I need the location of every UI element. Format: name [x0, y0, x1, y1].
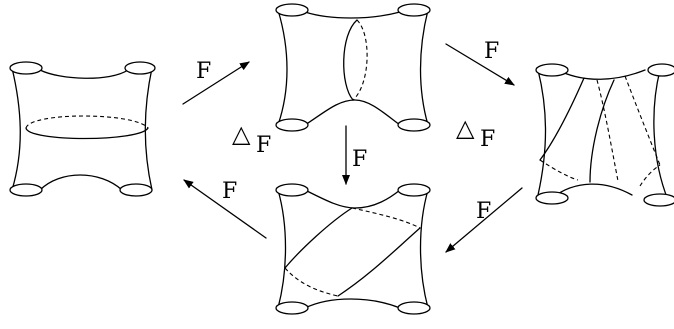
triangle-symbol: △ [456, 114, 475, 142]
arrow-bottom-to-left-label: F [222, 179, 237, 204]
surface-top [275, 3, 431, 132]
triangle-f-right: △ F [456, 114, 495, 152]
arrow-right-to-bottom-label: F [476, 199, 491, 224]
triangle-symbol: △ [232, 120, 251, 148]
arrow-top-to-right-label: F [484, 39, 499, 64]
arrow-left-to-top: F [182, 59, 250, 105]
arrow-bottom-to-left: F [183, 179, 267, 239]
arrow-top-to-bottom-label: F [352, 147, 367, 172]
arrow-left-to-top-label: F [196, 59, 211, 84]
surface-right [535, 63, 674, 207]
arrow-right-to-bottom: F [445, 187, 523, 253]
surface-left [9, 61, 156, 197]
surface-bottom [275, 183, 431, 315]
arrow-top-to-right: F [445, 39, 515, 86]
arrow-top-to-bottom: F [342, 125, 367, 185]
triangle-f-left: △ F [232, 120, 271, 158]
triangle-letter: F [256, 133, 271, 158]
triangle-letter: F [480, 127, 495, 152]
